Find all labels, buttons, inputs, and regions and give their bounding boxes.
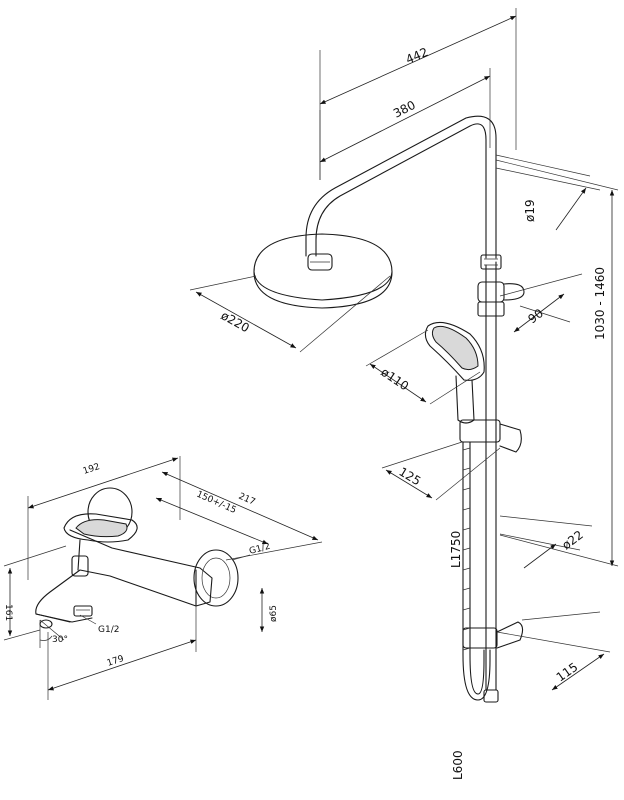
hand-shower (424, 321, 485, 424)
label-217: 217 (237, 492, 257, 508)
label-G12-bottom: G1/2 (98, 625, 119, 635)
shower-column (305, 115, 525, 703)
label-L600: L600 (451, 750, 465, 780)
label-192: 192 (82, 462, 101, 477)
label-380: 380 (391, 98, 418, 121)
shower-hose (462, 441, 491, 701)
label-d220: ø220 (219, 308, 252, 335)
label-161: 161 (3, 604, 13, 621)
label-179: 179 (106, 654, 126, 669)
overhead-shower-head (253, 233, 393, 309)
label-442: 442 (404, 45, 431, 67)
dimension-lines-mixer (3, 456, 323, 700)
label-115: 115 (554, 660, 581, 685)
label-L1750: L1750 (449, 531, 463, 568)
label-d19: ø19 (523, 199, 537, 222)
dimension-labels: 442 380 ø19 ø220 90 1030 - 1460 ø110 125… (3, 45, 607, 780)
label-G12-top: G1/2 (248, 542, 271, 557)
label-1030-1460: 1030 - 1460 (593, 267, 607, 340)
label-150-15: 150+/-15 (195, 490, 238, 516)
label-d110: ø110 (378, 365, 411, 394)
dimension-lines-column (189, 8, 619, 691)
label-d22: ø22 (559, 528, 585, 553)
label-30deg: 30° (52, 635, 68, 645)
bath-mixer (35, 487, 239, 629)
label-d65: ø65 (269, 605, 279, 622)
